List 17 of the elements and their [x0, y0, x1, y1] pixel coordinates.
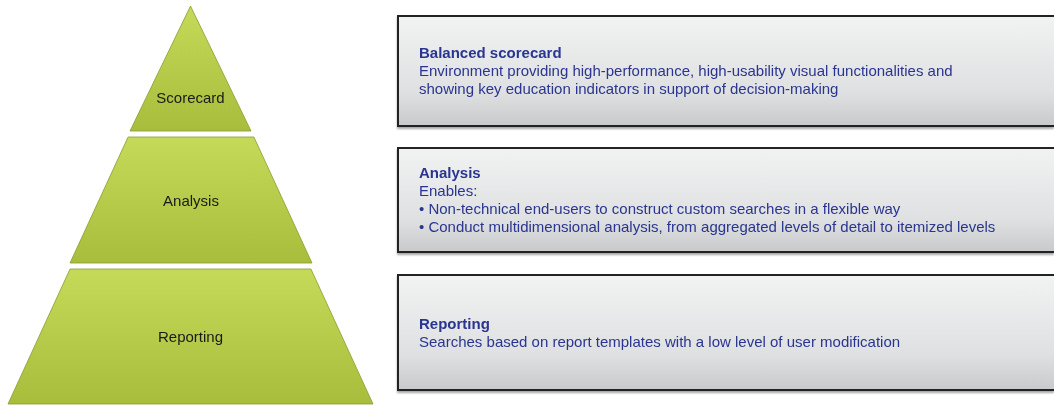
bullet-item: • Non-technical end-users to construct custom searches in a flexible way: [419, 200, 902, 218]
pyramid-tier: [70, 137, 312, 263]
panel-text: Enables:: [419, 182, 479, 200]
description-panel: [397, 15, 1054, 127]
bullet-item: • Conduct multidimensional analysis, from aggregated levels of detail to itemized levels: [419, 218, 997, 236]
panel-heading: Balanced scorecard: [419, 44, 563, 62]
pyramid-tier: [8, 269, 373, 404]
tier-label: Analysis: [163, 191, 219, 209]
tier-label: Reporting: [157, 328, 223, 345]
description-panel: [397, 274, 1054, 391]
pyramid-tier: [130, 6, 251, 131]
panel-heading: Reporting: [419, 314, 491, 333]
panel-text: Environment providing high-performance, high-usability visual functionalities and showing key education indicators in support of decision-making: [419, 62, 954, 98]
description-panel: [397, 147, 1054, 253]
panel-text: Searches based on report templates with a low level of user modification: [419, 332, 902, 351]
tier-label: Scorecard: [156, 89, 225, 106]
panel-heading: Analysis: [419, 164, 482, 182]
